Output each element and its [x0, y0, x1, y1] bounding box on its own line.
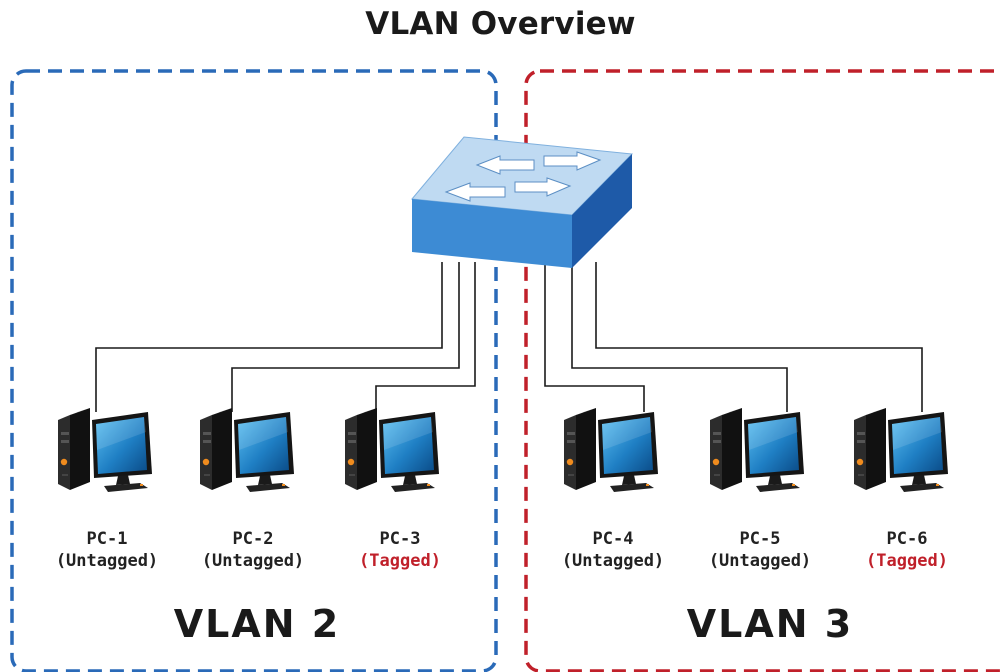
network-switch-icon — [411, 136, 634, 268]
pc-mode-tagged: (Tagged) — [866, 551, 948, 571]
vlan3-label: VLAN 3 — [686, 602, 854, 646]
pc-name: PC-5 — [739, 529, 781, 549]
pc-label-4: PC-4 (Untagged) — [543, 528, 683, 572]
pc-name: PC-2 — [232, 529, 274, 549]
pc-label-3: PC-3 (Tagged) — [330, 528, 470, 572]
vlan3-boundary — [524, 69, 1001, 672]
pc-2-computer — [200, 408, 294, 492]
pc-mode: (Untagged) — [708, 551, 812, 571]
pc-name: PC-3 — [379, 529, 421, 549]
pc-mode: (Untagged) — [561, 551, 665, 571]
pc-1-computer — [58, 408, 152, 492]
pc-mode: (Untagged) — [201, 551, 305, 571]
pc-4-computer — [564, 408, 658, 492]
pc-6-computer — [854, 408, 948, 492]
pc-3-computer — [345, 408, 439, 492]
pc-mode-tagged: (Tagged) — [359, 551, 441, 571]
pc-label-5: PC-5 (Untagged) — [690, 528, 830, 572]
pc-name: PC-1 — [86, 529, 128, 549]
pc-mode: (Untagged) — [55, 551, 159, 571]
diagram-title: VLAN Overview — [365, 6, 636, 42]
pc-5-computer — [710, 408, 804, 492]
vlan2-label: VLAN 2 — [173, 602, 341, 646]
pc-label-6: PC-6 (Tagged) — [837, 528, 977, 572]
pc-name: PC-6 — [886, 529, 928, 549]
network-cables — [95, 262, 923, 412]
vlan2-boundary — [10, 69, 498, 672]
pc-name: PC-4 — [592, 529, 634, 549]
pc-label-1: PC-1 (Untagged) — [37, 528, 177, 572]
pc-label-2: PC-2 (Untagged) — [183, 528, 323, 572]
